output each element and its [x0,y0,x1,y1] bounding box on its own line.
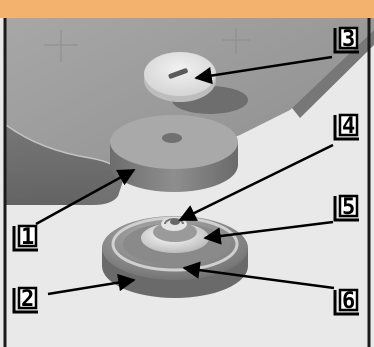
callout-label-1: 1 [21,225,34,250]
magnet-housing [102,216,248,298]
arrow-4 [178,143,334,222]
callout-1: 1 [12,224,38,252]
white-cap-disc [144,52,216,102]
arrow-5 [203,220,334,245]
arrow-3 [194,55,333,85]
callout-4: 4 [333,113,359,141]
callout-6: 6 [333,288,359,316]
callout-label-3: 3 [342,27,355,52]
callout-arrows [35,55,335,296]
large-spacer-disc [110,115,238,192]
callout-label-4: 4 [342,114,355,139]
arrow-2 [47,273,136,296]
callout-5: 5 [333,194,359,222]
arrow-6 [182,261,335,290]
callout-label-2: 2 [21,287,34,312]
arrow-1 [35,168,136,226]
callout-2: 2 [12,286,38,314]
callout-label-5: 5 [342,195,355,220]
callout-label-6: 6 [342,289,355,314]
callout-3: 3 [333,26,359,54]
top-banner [0,0,374,18]
